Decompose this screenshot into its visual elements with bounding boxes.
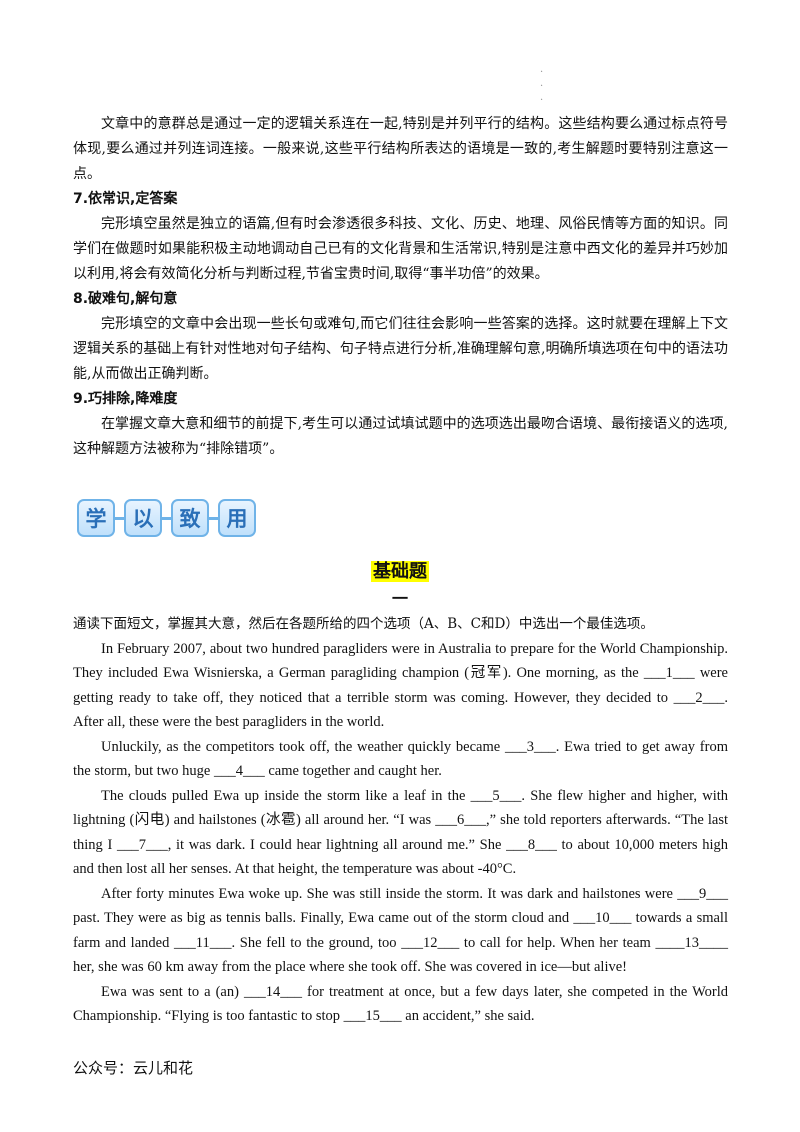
tip-heading: 9.巧排除,降难度 (73, 391, 178, 407)
cloze-passage: 通读下面短文，掌握其大意，然后在各题所给的四个选项（A、B、C和D）中选出一个最… (73, 612, 728, 1029)
banner-tile: 用 (218, 499, 256, 537)
instruction: 通读下面短文，掌握其大意，然后在各题所给的四个选项（A、B、C和D）中选出一个最… (73, 616, 654, 632)
passage-paragraph: The clouds pulled Ewa up inside the stor… (73, 787, 728, 878)
practice-banner: 学 以 致 用 (77, 499, 256, 537)
tip-heading: 7.依常识,定答案 (73, 191, 178, 207)
tip-text: 完形填空虽然是独立的语篇,但有时会渗透很多科技、文化、历史、地理、风俗民情等方面… (73, 216, 728, 282)
passage-paragraph: In February 2007, about two hundred para… (73, 640, 728, 731)
tip-text: 完形填空的文章中会出现一些长句或难句,而它们往往会影响一些答案的选择。这时就要在… (73, 316, 728, 382)
footer-account: 公众号：云儿和花 (73, 1059, 194, 1077)
tips-section: 文章中的意群总是通过一定的逻辑关系连在一起,特别是并列平行的结构。这些结构要么通… (73, 112, 728, 462)
tip-heading: 8.破难句,解句意 (73, 291, 178, 307)
page-marker-dots: · · · (540, 67, 544, 106)
passage-paragraph: After forty minutes Ewa woke up. She was… (73, 885, 728, 976)
intro-paragraph: 文章中的意群总是通过一定的逻辑关系连在一起,特别是并列平行的结构。这些结构要么通… (73, 116, 728, 182)
section-title: 基础题 (371, 561, 429, 582)
passage-paragraph: Ewa was sent to a (an) ___14___ for trea… (73, 983, 728, 1025)
banner-tile: 以 (124, 499, 162, 537)
section-number: 一 (391, 589, 408, 608)
banner-tile: 学 (77, 499, 115, 537)
passage-paragraph: Unluckily, as the competitors took off, … (73, 738, 728, 780)
banner-tile: 致 (171, 499, 209, 537)
tip-text: 在掌握文章大意和细节的前提下,考生可以通过试填试题中的选项选出最吻合语境、最衔接… (73, 416, 728, 457)
